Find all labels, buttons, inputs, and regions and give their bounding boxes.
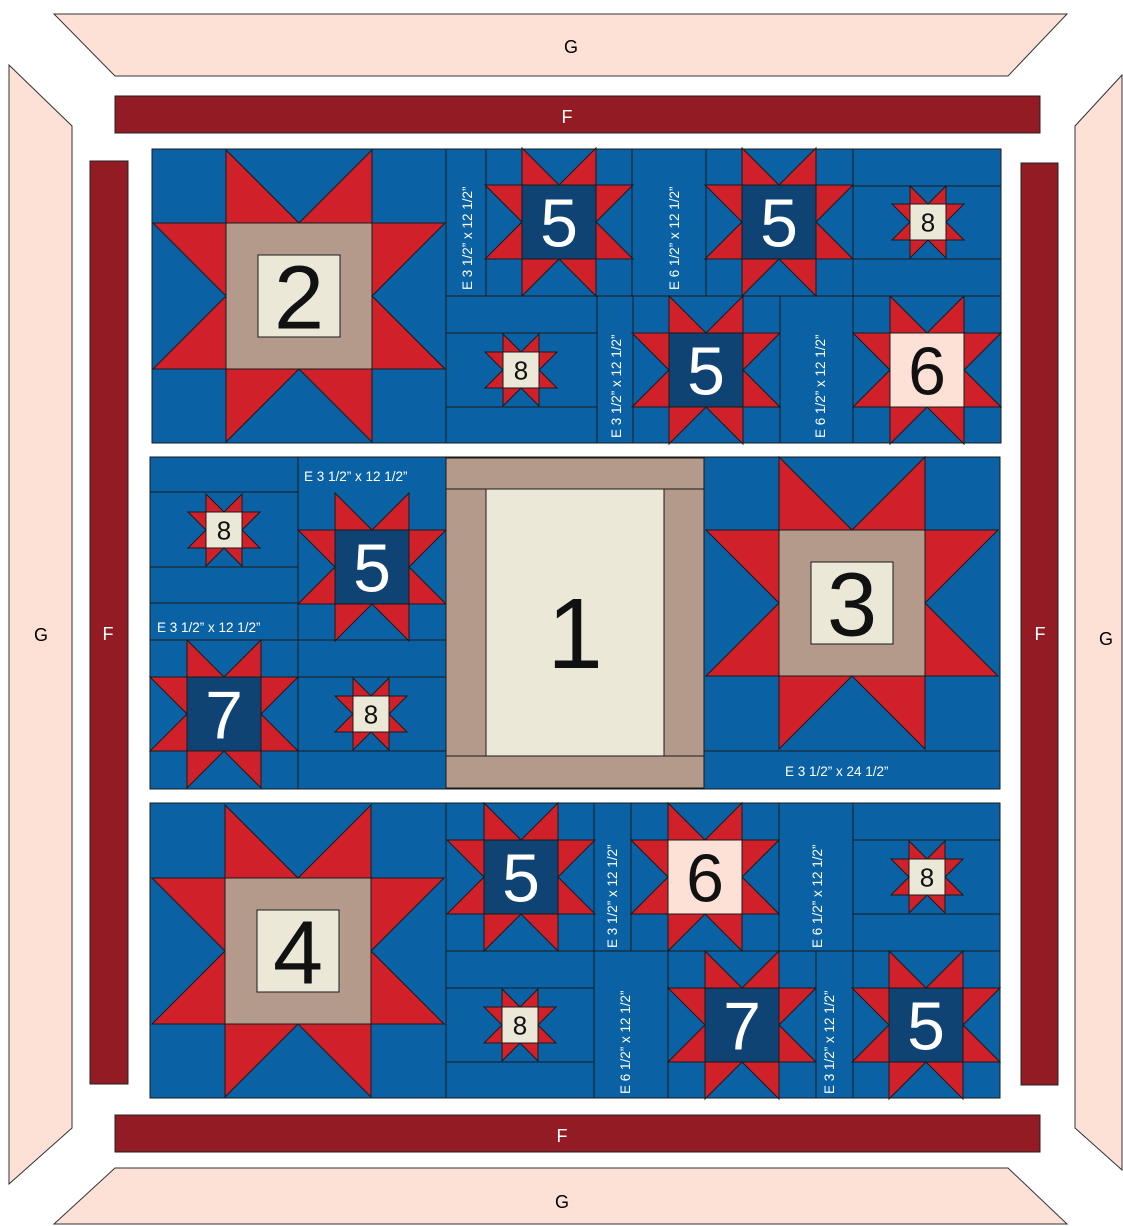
border-g-left-label: G bbox=[34, 625, 48, 645]
block-1-number: 1 bbox=[547, 578, 603, 690]
block-7a-number: 7 bbox=[205, 677, 243, 753]
cut-label-e6-bot-1: E 6 1/2” x 12 1/2” bbox=[810, 844, 825, 948]
block-8d-number: 8 bbox=[364, 699, 378, 729]
block-5d-number: 5 bbox=[353, 530, 391, 606]
cut-label-e3-mid-3: E 3 1/2” x 24 1/2” bbox=[785, 764, 889, 779]
block-8a-number: 8 bbox=[921, 207, 935, 237]
cut-label-e3-mid-1: E 3 1/2” x 12 1/2” bbox=[304, 469, 408, 484]
border-g-right bbox=[1075, 75, 1122, 1170]
block-4-number: 4 bbox=[273, 903, 323, 1003]
cut-label-e3-top-2: E 3 1/2” x 12 1/2” bbox=[609, 334, 624, 438]
block-3-number: 3 bbox=[827, 555, 877, 655]
border-f-top bbox=[115, 96, 1040, 133]
block-5a-number: 5 bbox=[540, 185, 578, 261]
block-8b-number: 8 bbox=[514, 355, 528, 385]
block-7b-number: 7 bbox=[723, 988, 761, 1064]
block-8e-number: 8 bbox=[920, 862, 934, 892]
border-g-right-label: G bbox=[1099, 629, 1113, 649]
block-1: 1 bbox=[446, 458, 704, 788]
block-6b-number: 6 bbox=[686, 840, 724, 916]
border-f-top-label: F bbox=[562, 107, 573, 127]
block-2-number: 2 bbox=[274, 248, 324, 348]
block-8c-number: 8 bbox=[217, 515, 231, 545]
border-g-bottom-label: G bbox=[555, 1192, 569, 1212]
block-5b-number: 5 bbox=[760, 185, 798, 261]
cut-label-e6-bot-2: E 6 1/2” x 12 1/2” bbox=[618, 990, 633, 1094]
border-f-bottom bbox=[115, 1115, 1040, 1152]
border-g-top bbox=[54, 14, 1067, 76]
border-f-left-label: F bbox=[103, 624, 114, 644]
cut-label-e6-top-1: E 6 1/2” x 12 1/2” bbox=[667, 186, 682, 290]
block-8f-number: 8 bbox=[513, 1010, 527, 1040]
block-5e-number: 5 bbox=[502, 840, 540, 916]
block-5f-number: 5 bbox=[907, 988, 945, 1064]
border-g-top-label: G bbox=[564, 37, 578, 57]
border-f-left bbox=[90, 161, 128, 1084]
cut-label-e6-top-2: E 6 1/2” x 12 1/2” bbox=[813, 334, 828, 438]
block-5c-number: 5 bbox=[687, 333, 725, 409]
border-f-bottom-label: F bbox=[557, 1126, 568, 1146]
cut-label-e3-top-1: E 3 1/2” x 12 1/2” bbox=[460, 186, 475, 290]
border-f-right-label: F bbox=[1035, 624, 1046, 644]
cut-label-e3-bot-1: E 3 1/2” x 12 1/2” bbox=[605, 844, 620, 948]
cut-label-e3-mid-2: E 3 1/2” x 12 1/2” bbox=[157, 620, 261, 635]
block-6a-number: 6 bbox=[908, 333, 946, 409]
cut-label-e3-bot-2: E 3 1/2” x 12 1/2” bbox=[822, 990, 837, 1094]
